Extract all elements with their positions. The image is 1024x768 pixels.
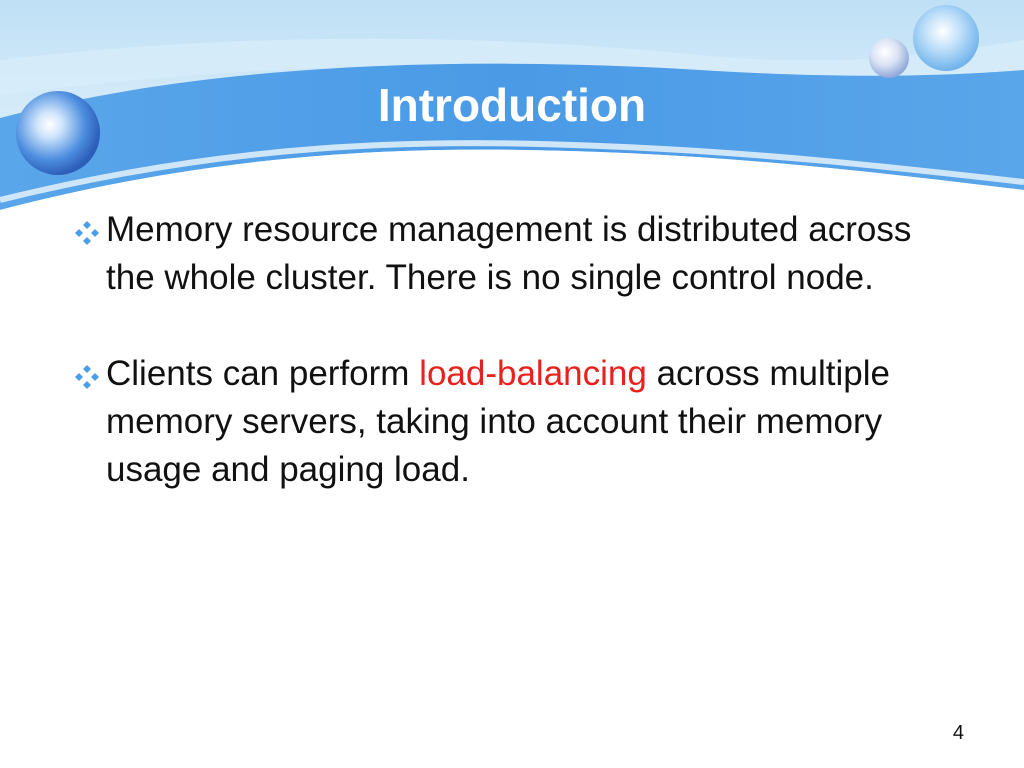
- bullet-list: Memory resource management is distribute…: [72, 206, 952, 494]
- bullet-item: Clients can perform load-balancing acros…: [72, 350, 952, 494]
- bullet-item: Memory resource management is distribute…: [72, 206, 952, 302]
- bullet-text-end: across multiple memory servers, taking i…: [106, 354, 890, 489]
- bullet-text-start: Clients can perform: [106, 354, 420, 393]
- page-number: 4: [952, 722, 964, 744]
- four-diamond-bullet-icon: [75, 221, 99, 245]
- header-banner: [0, 0, 1024, 215]
- bullet-text: Memory resource management is distribute…: [106, 210, 912, 297]
- highlighted-term: load-balancing: [419, 354, 647, 393]
- four-diamond-bullet-icon: [75, 365, 99, 389]
- slide-title: Introduction: [377, 79, 647, 131]
